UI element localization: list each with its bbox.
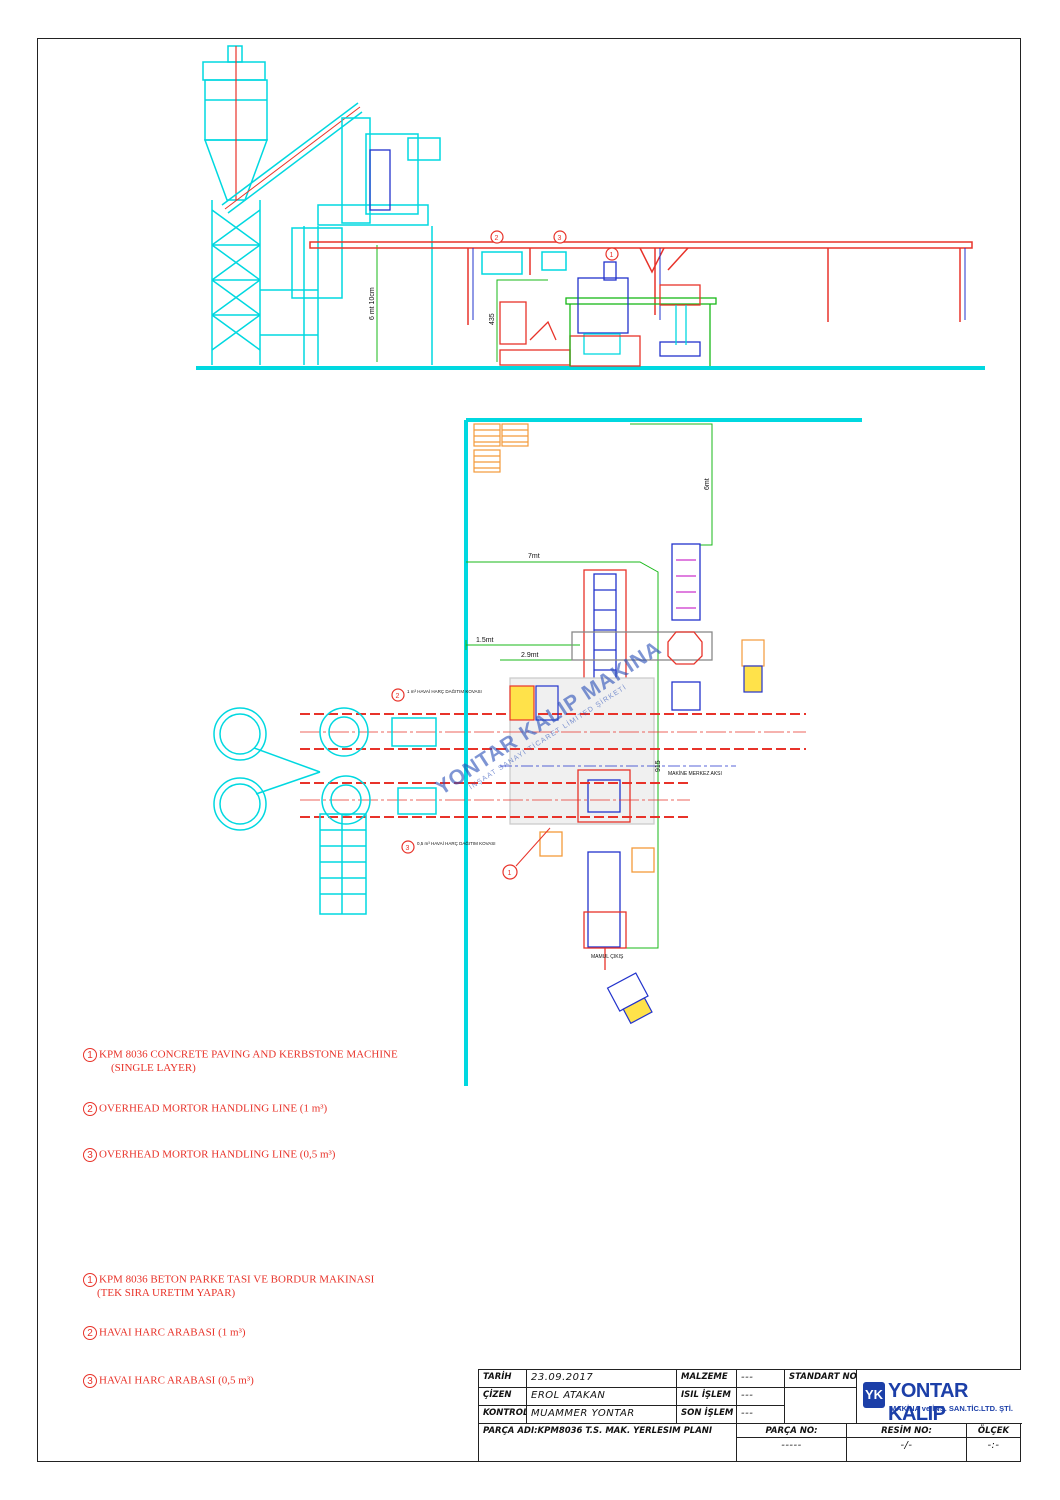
isil-value: --- <box>737 1388 785 1406</box>
plan-cart2-label: 0,5 m³ HAVAİ HARÇ DAĞITIM KOVASI <box>417 840 496 846</box>
elevation-callout-3: 3 <box>558 235 562 242</box>
tarih-label: TARİH <box>479 1370 527 1388</box>
son-label: SON İŞLEM <box>677 1406 737 1424</box>
son-value: --- <box>737 1406 785 1424</box>
logo-mark: YK <box>863 1382 885 1408</box>
feed-hopper <box>509 685 559 721</box>
isil-label: ISIL İŞLEM <box>677 1388 737 1406</box>
olcek-label: ÖLÇEK <box>967 1424 1020 1438</box>
plan-exit-label: MAMUL ÇIKIŞ <box>591 954 624 960</box>
mortar-cart-2 <box>481 251 523 275</box>
mortar-cart-3 <box>541 251 567 271</box>
olcek-value: -:- <box>987 1440 1000 1451</box>
production-line <box>509 569 713 970</box>
elevation-height-label: 6 mt 10cm <box>369 287 376 320</box>
resim-no-label: RESİM NO: <box>847 1424 967 1438</box>
plan-cart-1m3 <box>391 717 437 747</box>
malzeme-label: MALZEME <box>677 1370 737 1388</box>
parca-no-label: PARÇA NO: <box>737 1424 847 1438</box>
mortar-rails <box>300 713 806 818</box>
plan-dim-6mt: 6mt <box>704 478 711 490</box>
paving-machine-elevation <box>499 261 717 367</box>
stacker <box>667 543 703 711</box>
plan-cart1-label: 1 m³ HAVAİ HARÇ DAĞITIM KOVASI <box>407 688 482 694</box>
plan-callout-2: 2 <box>396 693 400 700</box>
pallet-stack-top <box>473 423 529 473</box>
plan-view: 6mt 7mt 1.5mt 2.9mt <box>213 418 862 1086</box>
overhead-rail <box>309 241 973 325</box>
standart-label: STANDART NO <box>785 1370 857 1388</box>
cizen-label: ÇİZEN <box>479 1388 527 1406</box>
title-block: TARİH 23.09.2017 MALZEME --- STANDART NO… <box>478 1369 1022 1462</box>
plan-axis-label: MAKİNE MERKEZ AKSI <box>668 770 722 777</box>
logo-sub: MAKİNA ve İNŞ. SAN.TİC.LTD. ŞTİ. <box>890 1404 1013 1413</box>
cement-silo <box>202 45 269 365</box>
malzeme-value: --- <box>737 1370 785 1388</box>
resim-no-value: -/- <box>847 1438 967 1461</box>
kontrol-label: KONTROL <box>479 1406 527 1424</box>
logo-name: YONTAR KALIP <box>888 1380 968 1425</box>
elevation-view: 6 mt 10cm 2 3 1 435 <box>196 45 985 370</box>
tarih-value: 23.09.2017 <box>527 1370 677 1388</box>
company-logo: YK YONTAR KALIP MAKİNA ve İNŞ. SAN.TİC.L… <box>857 1370 1022 1425</box>
plan-dim-7mt: 7mt <box>528 553 540 560</box>
plan-dim-2-9mt: 2.9mt <box>521 652 539 659</box>
plan-callout-3: 3 <box>406 845 410 852</box>
plan-callout-1: 1 <box>508 870 512 877</box>
screw-conveyor <box>221 102 363 214</box>
parca-no-value: ----- <box>737 1438 847 1461</box>
plan-dim-915: 915 <box>655 760 662 772</box>
elevation-callout-2: 2 <box>495 235 499 242</box>
plan-cart-05m3 <box>397 787 437 815</box>
plan-silos <box>213 707 371 915</box>
plan-dim-1-5mt: 1.5mt <box>476 637 494 644</box>
mixer-tower <box>260 117 441 365</box>
forklift-exit <box>606 972 653 1025</box>
parca-adi: PARÇA ADI:KPM8036 T.S. MAK. YERLESIM PLA… <box>479 1424 737 1461</box>
elevation-dim-435: 435 <box>489 313 496 325</box>
kontrol-value: MUAMMER YONTAR <box>527 1406 677 1424</box>
elevation-callout-1: 1 <box>610 252 614 259</box>
forklift-right <box>741 639 765 693</box>
cizen-value: EROL ATAKAN <box>527 1388 677 1406</box>
